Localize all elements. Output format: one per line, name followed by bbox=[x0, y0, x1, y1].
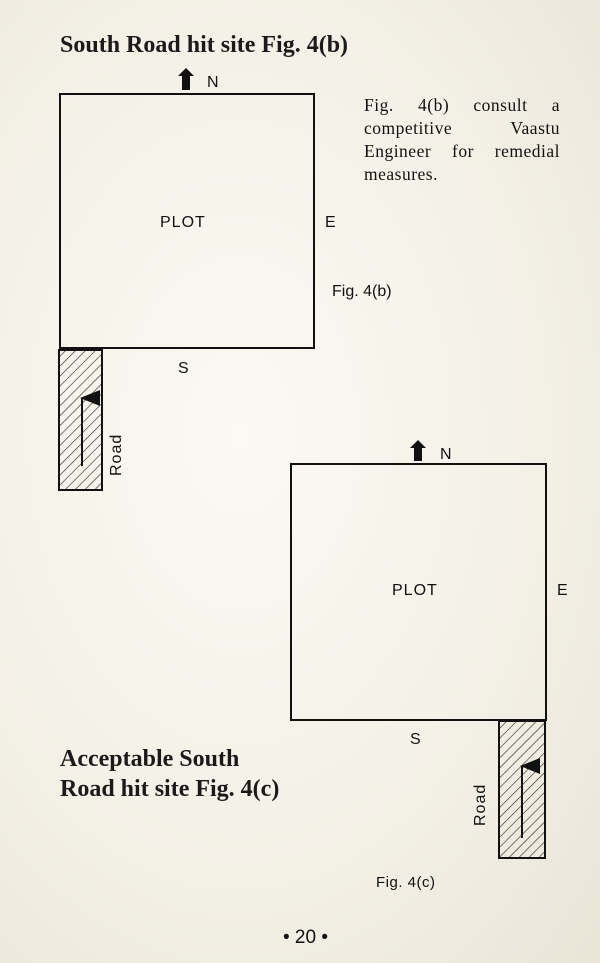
page-number: • 20 • bbox=[283, 927, 328, 948]
road-4b bbox=[58, 349, 103, 491]
plot-label-4c: PLOT bbox=[392, 582, 438, 599]
east-label-4c: E bbox=[557, 582, 569, 599]
south-label-4c: S bbox=[410, 731, 422, 748]
south-label-4b: S bbox=[178, 360, 190, 377]
fig-4b-caption: Fig. 4(b) bbox=[332, 283, 392, 300]
north-arrow-icon-4c bbox=[410, 440, 426, 461]
plot-4b bbox=[59, 93, 315, 349]
north-label-4b: N bbox=[207, 74, 220, 91]
north-label-4c: N bbox=[440, 446, 453, 463]
east-label-4b: E bbox=[325, 214, 337, 231]
road-label-4c: Road bbox=[472, 783, 489, 826]
fig-4c-title-line1: Acceptable South bbox=[60, 746, 240, 772]
fig-4c-title-line2: Road hit site Fig. 4(c) bbox=[60, 776, 280, 802]
north-arrow-icon-4b bbox=[178, 68, 194, 90]
fig-4b-note: Fig. 4(b) consult a competitive Vaastu E… bbox=[364, 95, 560, 184]
plot-label-4b: PLOT bbox=[160, 214, 206, 231]
fig-4b-title: South Road hit site Fig. 4(b) bbox=[60, 32, 349, 58]
plot-4c bbox=[290, 463, 547, 721]
fig-4c-caption: Fig. 4(c) bbox=[376, 874, 436, 891]
road-label-4b: Road bbox=[108, 433, 125, 476]
